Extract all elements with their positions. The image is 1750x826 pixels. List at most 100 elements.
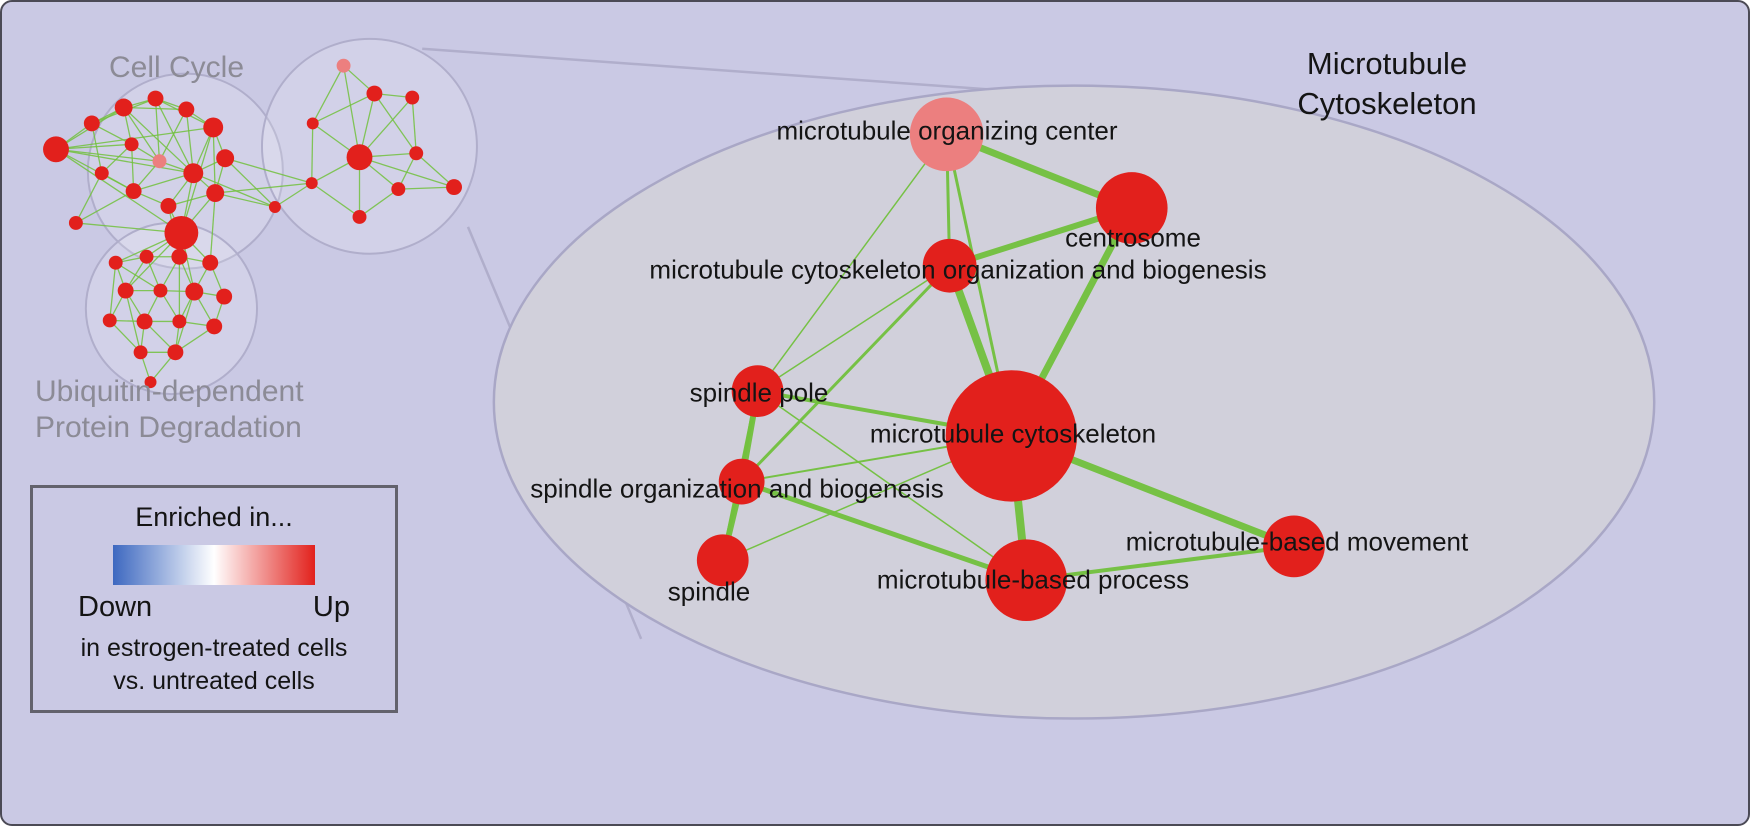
legend-box: Enriched in... Down Up in estrogen-treat… — [30, 485, 398, 713]
big-network-nodes — [696, 97, 1325, 621]
mini-node — [152, 154, 167, 169]
mini-node — [94, 166, 109, 181]
mini-node — [206, 184, 225, 203]
mini-node — [102, 313, 117, 328]
mini-node — [160, 198, 177, 214]
edge-spindle-pole--microtubule-based-process — [756, 390, 1028, 581]
mini-node — [391, 182, 406, 197]
legend-downup-row: Down Up — [78, 591, 350, 624]
mini-node — [366, 85, 383, 102]
mini-edge — [342, 65, 361, 158]
mini-edge — [123, 107, 161, 162]
mini-node — [108, 255, 123, 270]
mini-edge — [209, 193, 216, 263]
mini-node — [125, 183, 142, 200]
mini-edge — [312, 65, 345, 124]
mini-edge — [398, 186, 455, 190]
mini-node — [185, 282, 204, 301]
mini-node — [133, 345, 148, 360]
mini-edge — [109, 320, 142, 353]
mini-node — [446, 179, 463, 196]
mini-edge — [133, 172, 194, 192]
mini-edge — [75, 190, 134, 224]
mini-edge — [215, 192, 276, 208]
mini-node — [306, 117, 319, 130]
mini-node — [172, 314, 187, 329]
mini-node — [153, 283, 168, 298]
mini-edge — [311, 182, 360, 218]
mini-edge — [312, 92, 375, 124]
mini-edge — [311, 123, 314, 184]
mini-node — [178, 101, 195, 118]
mini-edge — [109, 262, 117, 321]
mini-edge — [224, 157, 276, 208]
node-microtubule-based-process — [985, 539, 1068, 621]
mini-edge — [274, 182, 313, 208]
mini-node — [136, 313, 153, 330]
mini-node — [68, 215, 83, 230]
mini-node — [144, 376, 157, 389]
legend-caption: in estrogen-treated cells vs. untreated … — [33, 632, 395, 697]
mini-node — [171, 248, 188, 265]
node-microtubule-cytoskeleton-organization-and-biogenesis — [922, 238, 977, 293]
mini-node — [305, 177, 318, 190]
mini-node — [206, 318, 223, 335]
zoom-ellipse — [492, 84, 1656, 720]
mini-node — [409, 146, 424, 161]
mini-node — [346, 144, 373, 171]
legend-title: Enriched in... — [135, 502, 293, 532]
mini-edge — [154, 98, 194, 174]
mini-edge — [75, 172, 103, 224]
mini-edge — [359, 97, 413, 158]
mini-edge — [193, 172, 276, 208]
legend-up-label: Up — [312, 591, 350, 623]
mini-node — [216, 149, 235, 168]
mini-edge — [373, 93, 417, 154]
mini-edge — [55, 148, 160, 162]
node-microtubule-organizing-center — [909, 97, 984, 172]
mini-node — [117, 282, 134, 299]
legend-caption-line1: in estrogen-treated cells — [80, 634, 348, 662]
node-microtubule-based-movement — [1263, 515, 1325, 578]
mini-edge — [224, 157, 312, 184]
mini-node — [183, 163, 204, 184]
mini-node — [43, 136, 69, 163]
mini-edge — [158, 109, 187, 162]
node-spindle-organization-and-biogenesis — [718, 458, 765, 505]
mini-node — [167, 344, 184, 361]
legend-gradient-bar — [113, 545, 315, 585]
mini-network-nodes — [43, 58, 463, 389]
mini-node — [139, 249, 154, 264]
mini-edge — [411, 97, 417, 154]
mini-edge — [359, 188, 399, 218]
edge-spindle-organization-and-biogenesis--microtubule-based-process — [739, 479, 1029, 583]
mini-edge — [55, 148, 194, 174]
mini-node — [216, 288, 233, 305]
mini-edge — [75, 222, 182, 234]
mini-node — [405, 90, 420, 105]
mini-edge — [55, 148, 182, 234]
mini-node — [83, 115, 100, 132]
mini-node — [268, 201, 281, 213]
mini-edge — [415, 152, 455, 188]
node-spindle-pole — [731, 365, 784, 417]
mini-node — [124, 137, 139, 152]
node-centrosome — [1095, 172, 1168, 244]
mini-edge — [91, 123, 103, 174]
mini-node — [202, 254, 219, 271]
mini-node — [164, 215, 199, 250]
node-microtubule-cytoskeleton — [945, 370, 1078, 502]
edge-microtubule-cytoskeleton-organization-and-biogenesis--spindle-pole — [756, 264, 951, 392]
legend-caption-line2: vs. untreated cells — [113, 666, 315, 695]
zoom-line-top — [422, 47, 1020, 93]
mini-node — [147, 90, 164, 107]
mini-node — [352, 209, 367, 224]
mini-node — [114, 98, 133, 117]
edge-microtubule-based-movement--microtubule-based-process — [1024, 544, 1296, 583]
edge-microtubule-organizing-center--spindle-pole — [756, 133, 948, 392]
edge-microtubule-cytoskeleton-organization-and-biogenesis--spindle-organization-and-biogenesis — [740, 264, 952, 484]
legend-down-label: Down — [78, 591, 153, 623]
mini-node — [203, 117, 224, 138]
